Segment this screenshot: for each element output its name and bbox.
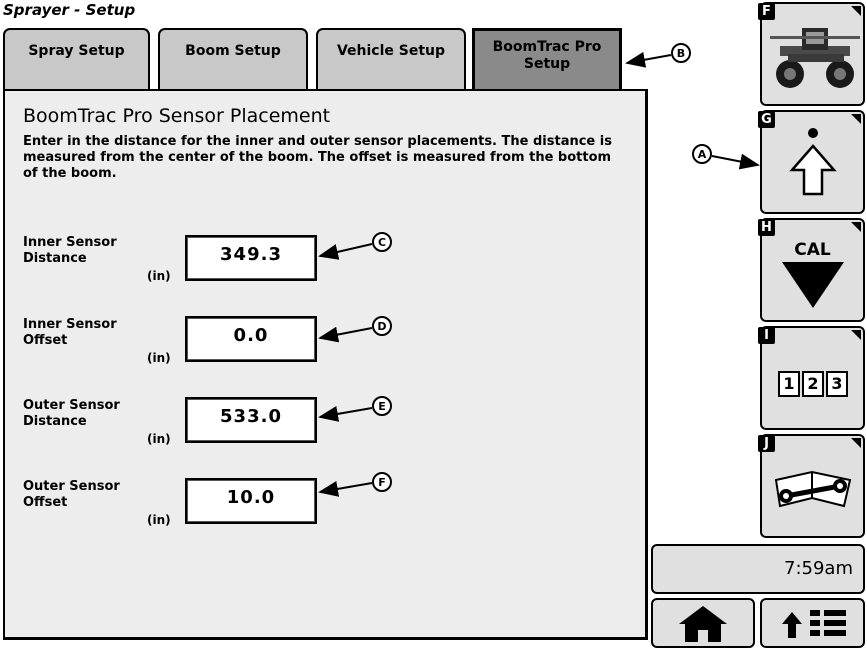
tab-boom-setup[interactable]: Boom Setup (158, 28, 308, 90)
outer-sensor-offset-input[interactable]: 10.0 (185, 478, 317, 524)
outer-sensor-offset-label: Outer Sensor Offset (23, 479, 153, 511)
home-icon (679, 606, 727, 642)
corner-indicator (851, 114, 861, 124)
menu-up-button[interactable] (760, 598, 865, 648)
label-line: Offset (23, 495, 68, 510)
corner-indicator (851, 222, 861, 232)
label-line: Offset (23, 333, 68, 348)
sensor-placement-panel: BoomTrac Pro Sensor Placement Enter in t… (3, 89, 648, 640)
corner-indicator (851, 330, 861, 340)
inner-sensor-distance-input[interactable]: 349.3 (185, 235, 317, 281)
calibrate-button[interactable]: CAL (760, 218, 865, 322)
manual-wrench-button[interactable] (760, 434, 865, 538)
panel-title: BoomTrac Pro Sensor Placement (23, 105, 331, 127)
callout-b: B (671, 43, 691, 63)
label-line: Distance (23, 414, 87, 429)
outer-sensor-distance-label: Outer Sensor Distance (23, 398, 153, 430)
menu-up-icon (782, 610, 846, 638)
label-line: Inner Sensor (23, 317, 117, 332)
digit: 3 (826, 371, 848, 397)
callout-c: C (372, 232, 392, 252)
button-letter-g: G (758, 111, 775, 128)
number-keypad-icon: 1 2 3 (778, 371, 848, 397)
corner-indicator (851, 6, 861, 16)
button-letter-j: J (758, 435, 775, 452)
number-keypad-button[interactable]: 1 2 3 (760, 326, 865, 430)
up-arrow-icon (789, 128, 837, 196)
label-line: Outer Sensor (23, 479, 120, 494)
tab-boomtrac-pro-setup[interactable]: BoomTrac Pro Setup (472, 28, 622, 92)
callout-a: A (692, 144, 712, 164)
callout-d: D (372, 316, 392, 336)
label-line: Distance (23, 251, 87, 266)
app-title: Sprayer - Setup (3, 1, 136, 19)
tab-label: BoomTrac Pro Setup (492, 39, 602, 72)
manual-wrench-icon (774, 470, 852, 508)
corner-indicator (851, 438, 861, 448)
down-triangle-icon (782, 262, 844, 308)
label-line: Outer Sensor (23, 398, 120, 413)
outer-sensor-distance-input[interactable]: 533.0 (185, 397, 317, 443)
unit-label: (in) (147, 351, 171, 365)
up-arrow-button[interactable] (760, 110, 865, 214)
unit-label: (in) (147, 432, 171, 446)
callout-f: F (372, 472, 392, 492)
tab-spray-setup[interactable]: Spray Setup (3, 28, 150, 90)
inner-sensor-offset-input[interactable]: 0.0 (185, 316, 317, 362)
inner-sensor-offset-label: Inner Sensor Offset (23, 317, 153, 349)
cal-label: CAL (794, 240, 831, 260)
home-button[interactable] (651, 598, 755, 648)
label-line: Inner Sensor (23, 235, 117, 250)
tab-vehicle-setup[interactable]: Vehicle Setup (316, 28, 466, 90)
callout-e: E (372, 396, 392, 416)
button-letter-h: H (758, 219, 775, 236)
button-letter-f: F (758, 3, 775, 20)
inner-sensor-distance-label: Inner Sensor Distance (23, 235, 153, 267)
tab-label: Spray Setup (28, 42, 125, 59)
panel-description: Enter in the distance for the inner and … (23, 134, 612, 181)
sprayer-machine-icon (770, 28, 860, 88)
button-letter-i: I (758, 327, 775, 344)
clock-display: 7:59am (651, 544, 865, 594)
sprayer-machine-button[interactable] (760, 2, 865, 106)
tab-label: Boom Setup (185, 42, 281, 59)
tab-label: Vehicle Setup (336, 42, 446, 59)
unit-label: (in) (147, 269, 171, 283)
digit: 2 (802, 371, 824, 397)
digit: 1 (778, 371, 800, 397)
unit-label: (in) (147, 513, 171, 527)
